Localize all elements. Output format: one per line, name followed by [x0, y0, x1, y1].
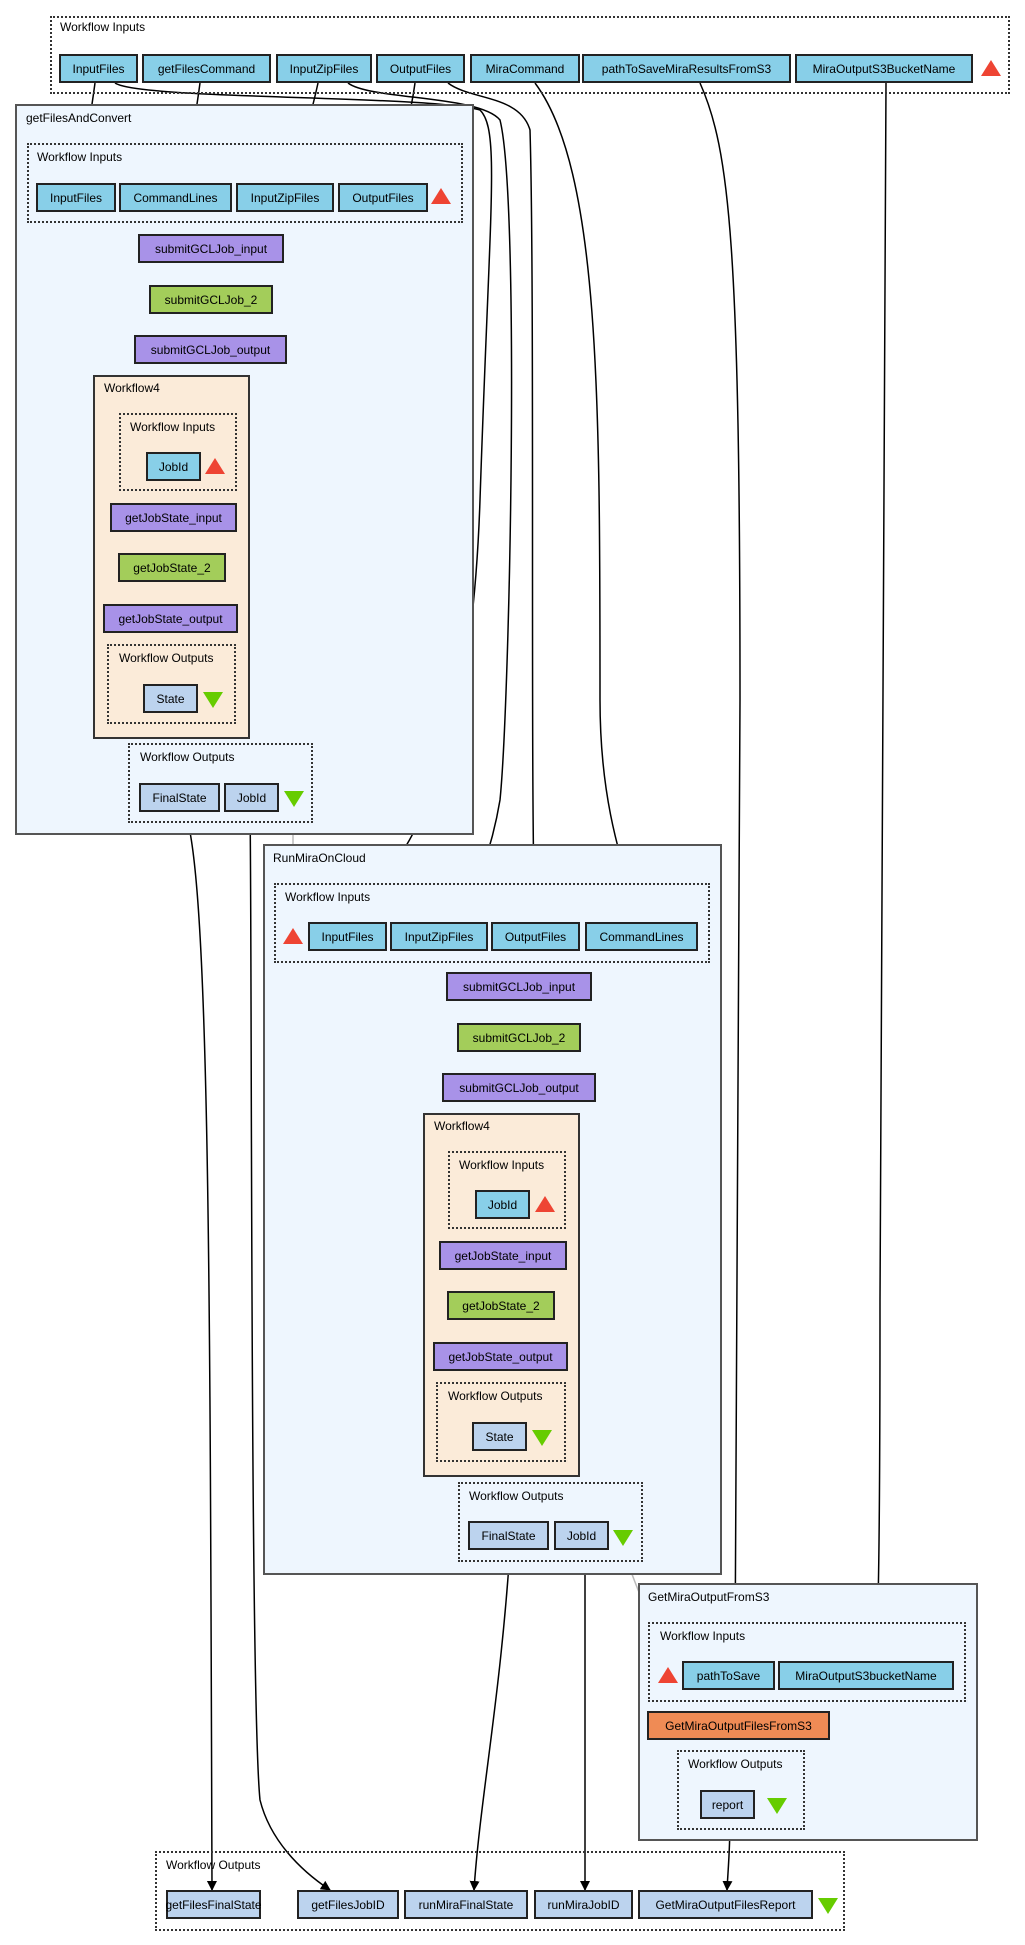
gmo-workflow-outputs — [677, 1750, 805, 1830]
edge-inputzipfiles-rmc — [347, 82, 513, 923]
edge-outputfiles-rmc — [447, 82, 540, 923]
gfc-wf4-outputs-title: Workflow Outputs — [119, 651, 214, 665]
bottom-output-getmiraoutputfilesreport[interactable]: GetMiraOutputFilesReport — [638, 1890, 813, 1919]
gfc-workflow-inputs — [27, 143, 463, 223]
gmo-input-pathtosave[interactable]: pathToSave — [682, 1661, 775, 1690]
gfc-input-inputzipfiles[interactable]: InputZipFiles — [236, 183, 334, 212]
rmc-step-submitgcljob-2[interactable]: submitGCLJob_2 — [457, 1023, 581, 1052]
top-workflow-inputs — [50, 16, 1010, 94]
gmo-output-report[interactable]: report — [700, 1790, 755, 1819]
rmc-wf4-step-getjobstate-input[interactable]: getJobState_input — [439, 1241, 567, 1270]
runmiraoncloud-title: RunMiraOnCloud — [273, 851, 366, 865]
rmc-input-inputfiles[interactable]: InputFiles — [308, 922, 387, 951]
rmc-outputs-title: Workflow Outputs — [469, 1489, 564, 1503]
output-marker-icon — [532, 1430, 552, 1446]
gfc-wf4-outputs — [107, 644, 236, 724]
input-marker-icon — [981, 60, 1001, 76]
gfc-input-outputfiles[interactable]: OutputFiles — [338, 183, 428, 212]
top-input-getfilescommand[interactable]: getFilesCommand — [142, 54, 271, 83]
gfc-workflow4-title: Workflow4 — [104, 381, 160, 395]
gfc-wf4-step-getjobstate-output[interactable]: getJobState_output — [103, 604, 238, 633]
gmo-workflow-inputs — [648, 1622, 966, 1702]
rmc-output-jobid[interactable]: JobId — [554, 1521, 609, 1550]
input-marker-icon — [283, 928, 303, 944]
rmc-input-inputzipfiles[interactable]: InputZipFiles — [390, 922, 488, 951]
bottom-outputs-title: Workflow Outputs — [166, 1858, 261, 1872]
gfc-wf4-inputs-title: Workflow Inputs — [130, 420, 216, 434]
output-marker-icon — [818, 1898, 838, 1914]
rmc-wf4-inputs-title: Workflow Inputs — [459, 1158, 545, 1172]
rmc-wf4-input-jobid[interactable]: JobId — [475, 1190, 530, 1219]
edge-gfc-finalstate-bottom — [184, 811, 217, 1891]
bottom-output-runmirajobid[interactable]: runMiraJobID — [534, 1890, 633, 1919]
output-marker-icon — [767, 1798, 787, 1814]
bottom-output-getfilesjobid[interactable]: getFilesJobID — [297, 1890, 399, 1919]
top-input-miraoutputs3bucketname[interactable]: MiraOutputS3BucketName — [795, 54, 973, 83]
rmc-wf4-step-getjobstate-output[interactable]: getJobState_output — [433, 1342, 568, 1371]
edge-rmc-finalstate-bottom — [469, 1549, 511, 1891]
top-input-miracommand[interactable]: MiraCommand — [470, 54, 580, 83]
rmc-workflow-inputs — [274, 883, 710, 963]
input-marker-icon — [535, 1196, 555, 1212]
getmiraoutputfroms3-title: GetMiraOutputFromS3 — [648, 1590, 770, 1604]
gfc-workflow-outputs — [128, 743, 313, 823]
edge-bucket-gmo — [871, 82, 887, 1662]
gfc-wf4-step-getjobstate-2[interactable]: getJobState_2 — [118, 553, 226, 582]
output-marker-icon — [613, 1530, 633, 1546]
edge-gfc-jobid-bottom — [249, 811, 331, 1891]
top-input-outputfiles[interactable]: OutputFiles — [376, 54, 465, 83]
input-marker-icon — [431, 188, 451, 204]
gfc-wf4-step-getjobstate-input[interactable]: getJobState_input — [110, 503, 237, 532]
rmc-input-commandlines[interactable]: CommandLines — [585, 922, 698, 951]
bottom-output-runmirafinalstate[interactable]: runMiraFinalState — [404, 1890, 528, 1919]
top-input-pathtosavemiraresultsfroms3[interactable]: pathToSaveMiraResultsFromS3 — [582, 54, 791, 83]
rmc-inputs-title: Workflow Inputs — [285, 890, 371, 904]
gmo-input-miraoutputs3bucketname[interactable]: MiraOutputS3bucketName — [778, 1661, 954, 1690]
bottom-workflow-outputs — [155, 1851, 845, 1931]
gfc-outputs-title: Workflow Outputs — [140, 750, 235, 764]
top-inputs-title: Workflow Inputs — [60, 20, 146, 34]
edge-pathtosave-gmo — [699, 82, 741, 1662]
gfc-step-submitgcljob-output[interactable]: submitGCLJob_output — [134, 335, 287, 364]
rmc-input-outputfiles[interactable]: OutputFiles — [491, 922, 580, 951]
top-input-inputfiles[interactable]: InputFiles — [59, 54, 138, 83]
rmc-step-submitgcljob-output[interactable]: submitGCLJob_output — [442, 1073, 596, 1102]
gfc-wf4-output-state[interactable]: State — [143, 684, 198, 713]
rmc-wf4-output-state[interactable]: State — [472, 1422, 527, 1451]
edge-miracommand-rmc — [534, 82, 643, 923]
output-marker-icon — [284, 791, 304, 807]
input-marker-icon — [658, 1667, 678, 1683]
input-marker-icon — [205, 458, 225, 474]
gfc-inputs-title: Workflow Inputs — [37, 150, 123, 164]
getfilesandconvert-title: getFilesAndConvert — [26, 111, 132, 125]
gfc-output-jobid[interactable]: JobId — [224, 783, 279, 812]
bottom-output-getfilesfinalstate[interactable]: getFilesFinalState — [165, 1890, 262, 1919]
rmc-output-finalstate[interactable]: FinalState — [468, 1521, 549, 1550]
gfc-wf4-input-jobid[interactable]: JobId — [146, 452, 201, 481]
gfc-wf4-inputs — [119, 413, 237, 491]
rmc-wf4-inputs — [448, 1151, 566, 1229]
gmo-inputs-title: Workflow Inputs — [660, 1629, 746, 1643]
gfc-input-commandlines[interactable]: CommandLines — [119, 183, 232, 212]
rmc-workflow4-title: Workflow4 — [434, 1119, 490, 1133]
rmc-step-submitgcljob-input[interactable]: submitGCLJob_input — [446, 972, 592, 1001]
gfc-step-submitgcljob-input[interactable]: submitGCLJob_input — [138, 234, 284, 263]
gmo-step-getmiraoutputfilesfroms3[interactable]: GetMiraOutputFilesFromS3 — [647, 1711, 830, 1740]
output-marker-icon — [203, 692, 223, 708]
top-input-inputzipfiles[interactable]: InputZipFiles — [276, 54, 372, 83]
rmc-workflow-outputs — [458, 1482, 643, 1562]
gfc-input-inputfiles[interactable]: InputFiles — [36, 183, 116, 212]
rmc-wf4-outputs — [436, 1382, 566, 1462]
gfc-step-submitgcljob-2[interactable]: submitGCLJob_2 — [149, 285, 273, 314]
rmc-wf4-step-getjobstate-2[interactable]: getJobState_2 — [447, 1291, 555, 1320]
gmo-outputs-title: Workflow Outputs — [688, 1757, 783, 1771]
gfc-output-finalstate[interactable]: FinalState — [139, 783, 220, 812]
rmc-wf4-outputs-title: Workflow Outputs — [448, 1389, 543, 1403]
